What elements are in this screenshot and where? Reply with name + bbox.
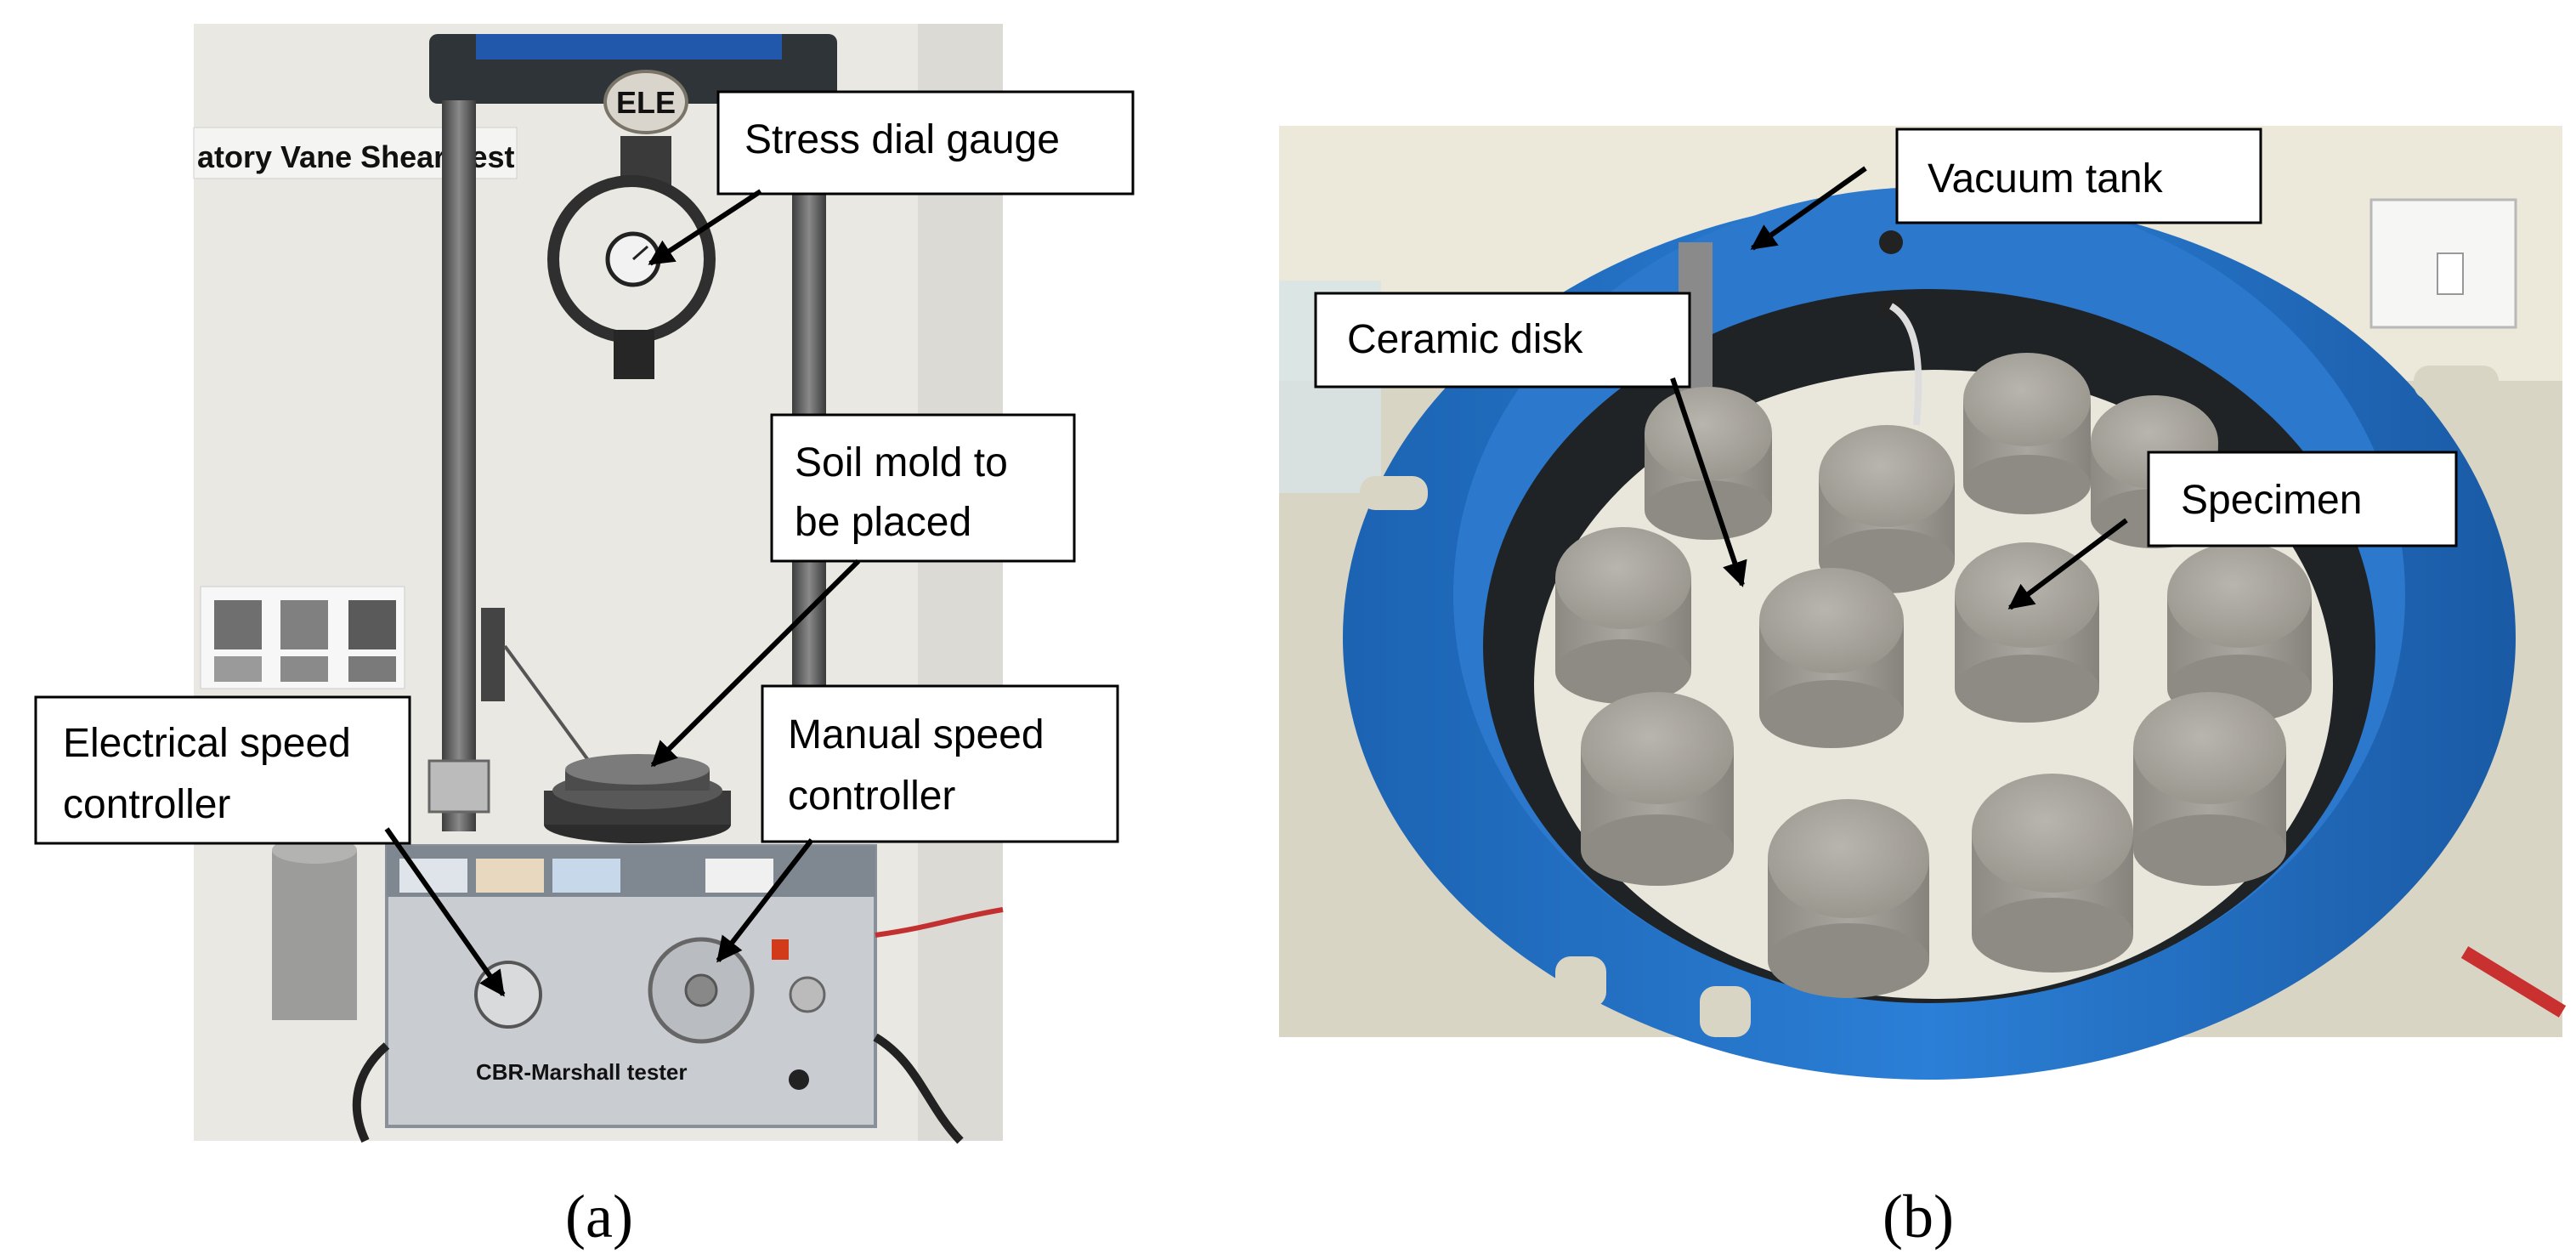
panel-b-label: (b) xyxy=(1882,1182,1954,1250)
left-rod xyxy=(442,100,476,831)
sample-cylinder xyxy=(272,850,357,1020)
arrow-soil-mold xyxy=(650,559,861,768)
arrow-manual-speed-controller xyxy=(716,838,814,963)
mold-stack xyxy=(544,754,731,843)
specimen xyxy=(1759,568,1904,748)
callout-text: Manual speed xyxy=(788,712,1045,757)
callout-electrical-speed-controller: Electrical speed controller xyxy=(34,695,411,845)
callout-manual-speed-controller: Manual speed controller xyxy=(761,684,1119,843)
callout-text: Soil mold to xyxy=(795,440,1008,485)
panel-a-label: (a) xyxy=(565,1182,633,1250)
specimen xyxy=(1963,353,2091,514)
callout-soil-mold: Soil mold to be placed xyxy=(770,413,1076,563)
callout-text: Electrical speed xyxy=(63,721,351,766)
specimen xyxy=(1768,799,1929,998)
callout-text: Vacuum tank xyxy=(1928,156,2164,201)
callout-text: Stress dial gauge xyxy=(744,117,1060,162)
ele-logo: ELE xyxy=(616,85,676,120)
arrow-electrical-speed-controller xyxy=(384,827,506,997)
callout-text: be placed xyxy=(795,500,971,545)
arrow-specimen xyxy=(2007,518,2128,610)
callout-ceramic-disk: Ceramic disk xyxy=(1314,292,1691,388)
panel-a-photo: atory Vane Shear Test ELE xyxy=(193,24,1004,1144)
specimen xyxy=(1955,542,2099,723)
callout-text: controller xyxy=(63,782,230,827)
specimen xyxy=(1645,387,1772,540)
callout-text: Specimen xyxy=(2181,478,2362,523)
machine-label: CBR-Marshall tester xyxy=(476,1059,688,1085)
arrow-vacuum-tank xyxy=(1750,166,1867,251)
specimen xyxy=(1819,425,1955,593)
callout-vacuum-tank: Vacuum tank xyxy=(1895,128,2262,224)
wall-socket xyxy=(2369,198,2517,329)
specimens xyxy=(1555,353,2312,998)
arrow-ceramic-disk xyxy=(1670,377,1747,587)
arrow-stress-dial-gauge xyxy=(648,189,762,266)
callout-text: controller xyxy=(788,774,955,819)
wall-posters xyxy=(200,586,405,689)
specimen xyxy=(1581,692,1734,886)
callout-specimen: Specimen xyxy=(2147,451,2458,547)
specimen xyxy=(1972,774,2133,973)
specimen xyxy=(2133,692,2286,886)
specimen xyxy=(1555,527,1691,704)
callout-text: Ceramic disk xyxy=(1347,317,1583,362)
callout-stress-dial-gauge: Stress dial gauge xyxy=(716,90,1135,196)
ele-logo-plate xyxy=(603,70,688,134)
